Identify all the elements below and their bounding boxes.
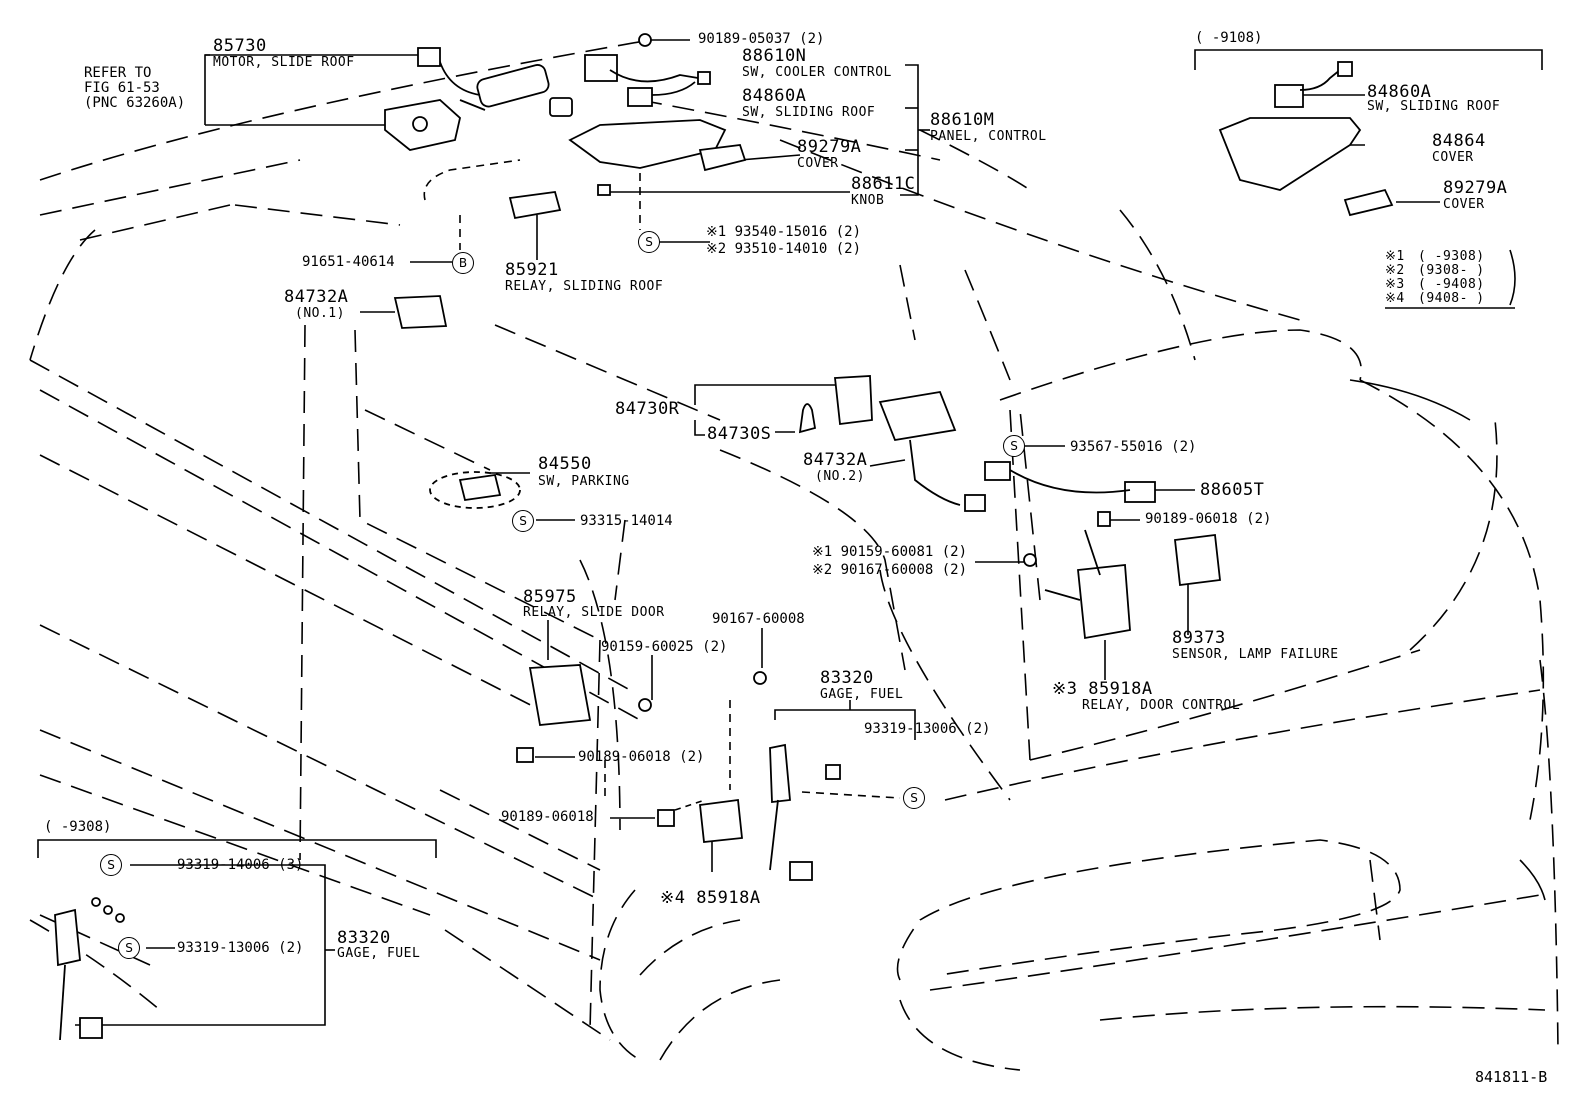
- part-85730-name: MOTOR, SLIDE ROOF: [213, 55, 355, 70]
- part-84860A-name: SW, SLIDING ROOF: [742, 105, 876, 120]
- legend-range-3: ( -9408): [1418, 277, 1485, 292]
- inset-part-84860A-number: 84860A: [1367, 82, 1432, 102]
- part-84550-number: 84550: [538, 454, 592, 474]
- part-88610M-number: 88610M: [930, 110, 995, 130]
- part-85921-name: RELAY, SLIDING ROOF: [505, 279, 664, 294]
- part-88610N-name: SW, COOLER CONTROL: [742, 65, 892, 80]
- part-85730-number: 85730: [213, 36, 267, 56]
- inset-part-89279A-number: 89279A: [1443, 178, 1508, 198]
- inset-bottom-range: ( -9308): [44, 819, 112, 835]
- part-84860A-number: 84860A: [742, 86, 807, 106]
- part-84730R-number: 84730R: [615, 399, 680, 419]
- part-84730S-number: 84730S: [707, 424, 772, 444]
- inset-part-89279A-name: COVER: [1443, 197, 1485, 212]
- part-88611C-number: 88611C: [851, 174, 916, 194]
- part-88610M-name: PANEL, CONTROL: [930, 129, 1047, 144]
- legend-mark-1: ※1: [1385, 249, 1405, 264]
- part-90189-06018-a-number: 90189-06018 (2): [578, 749, 705, 765]
- legend-range-1: ( -9308): [1418, 249, 1485, 264]
- legend-mark-2: ※2: [1385, 263, 1405, 278]
- part-90159-60025-number: 90159-60025 (2): [601, 639, 728, 655]
- part-85921-number: 85921: [505, 260, 559, 280]
- part-90189-06018-b-number: 90189-06018: [501, 809, 594, 825]
- part-91651-number: 91651-40614: [302, 254, 395, 270]
- diagram-id: 841811-B: [1475, 1068, 1548, 1086]
- part-85918A-3-name: RELAY, DOOR CONTROL: [1082, 698, 1241, 713]
- part-93510-number: ※2 93510-14010 (2): [706, 241, 862, 257]
- part-89279A-number: 89279A: [797, 137, 862, 157]
- part-89279A-name: COVER: [797, 156, 839, 171]
- legend-range-2: (9308- ): [1418, 263, 1485, 278]
- part-93567-number: 93567-55016 (2): [1070, 439, 1197, 455]
- part-89373-name: SENSOR, LAMP FAILURE: [1172, 647, 1339, 662]
- part-93540-number: ※1 93540-15016 (2): [706, 224, 862, 240]
- part-84732A-no1-number: 84732A: [284, 287, 349, 307]
- part-85918A-4-number: ※4 85918A: [660, 888, 761, 908]
- part-90167-60008-2-number: ※2 90167-60008 (2): [812, 562, 968, 578]
- inset-part-84860A-name: SW, SLIDING ROOF: [1367, 99, 1501, 114]
- part-84550-name: SW, PARKING: [538, 474, 630, 489]
- screw-symbol-s: S: [100, 854, 122, 876]
- screw-symbol-s: S: [903, 787, 925, 809]
- part-83320-name: GAGE, FUEL: [820, 687, 904, 702]
- part-89373-number: 89373: [1172, 628, 1226, 648]
- inset-part-83320-number: 83320: [337, 928, 391, 948]
- inset-part-93319-14006-number: 93319-14006 (3): [177, 857, 304, 873]
- legend-mark-3: ※3: [1385, 277, 1405, 292]
- inset-part-93319-13006-number: 93319-13006 (2): [177, 940, 304, 956]
- part-90167-60008-number: 90167-60008: [712, 611, 805, 627]
- part-88611C-name: KNOB: [851, 193, 885, 208]
- inset-top-range: ( -9108): [1195, 30, 1263, 46]
- legend-mark-4: ※4: [1385, 291, 1405, 306]
- refer-note-line-3: (PNC 63260A): [84, 95, 186, 111]
- part-85975-number: 85975: [523, 587, 577, 607]
- part-90159-60081-number: ※1 90159-60081 (2): [812, 544, 968, 560]
- part-88610N-number: 88610N: [742, 46, 807, 66]
- screw-symbol-s: S: [512, 510, 534, 532]
- part-83320-number: 83320: [820, 668, 874, 688]
- part-84732A-no2-name: (NO.2): [815, 469, 865, 484]
- part-88605T-number: 88605T: [1200, 480, 1265, 500]
- part-93315-number: 93315-14014: [580, 513, 673, 529]
- refer-note-line-2: FIG 61-53: [84, 80, 160, 96]
- bolt-symbol-b: B: [452, 252, 474, 274]
- part-90189-06018-right-number: 90189-06018 (2): [1145, 511, 1272, 527]
- inset-part-84864-name: COVER: [1432, 150, 1474, 165]
- refer-note-line-1: REFER TO: [84, 65, 152, 81]
- part-84732A-no1-name: (NO.1): [295, 306, 345, 321]
- part-90189-05037-number: 90189-05037 (2): [698, 31, 825, 47]
- part-85975-name: RELAY, SLIDE DOOR: [523, 605, 665, 620]
- inset-part-83320-name: GAGE, FUEL: [337, 946, 421, 961]
- part-93319-13006-number: 93319-13006 (2): [864, 721, 991, 737]
- inset-part-84864-number: 84864: [1432, 131, 1486, 151]
- legend-range-4: (9408- ): [1418, 291, 1485, 306]
- screw-symbol-s: S: [1003, 435, 1025, 457]
- screw-symbol-s: S: [638, 231, 660, 253]
- part-85918A-3-number: ※3 85918A: [1052, 679, 1153, 699]
- part-84732A-no2-number: 84732A: [803, 450, 868, 470]
- screw-symbol-s: S: [118, 937, 140, 959]
